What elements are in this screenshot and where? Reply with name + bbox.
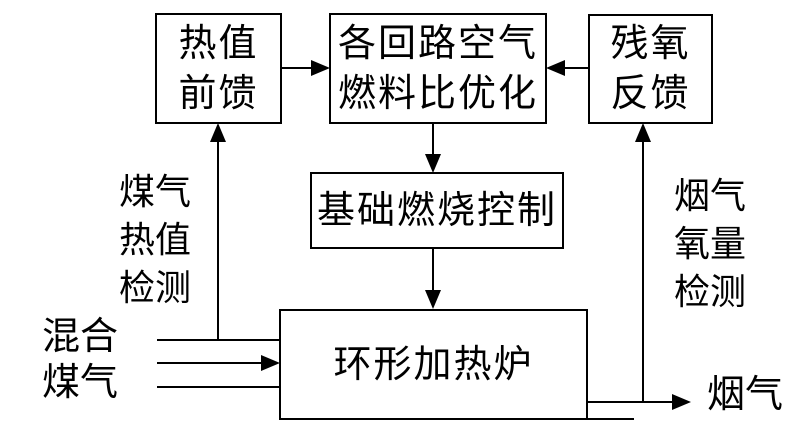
label-flue-oxygen-detection: 烟气 氧量 检测 [667, 172, 753, 316]
arrow-flue-oxygen-detection [635, 123, 651, 403]
box-annular-heating-furnace: 环形加热炉 [279, 309, 588, 420]
arrow-gas-calorific-detection [210, 123, 226, 341]
label-line: 检测 [118, 268, 191, 308]
label-flue-gas: 烟气 [702, 372, 788, 418]
box-basic-combustion-control: 基础燃烧控制 [310, 172, 564, 249]
label-line: 煤气 [41, 362, 118, 404]
label-gas-calorific-detection: 煤气 热值 检测 [112, 168, 198, 312]
box-calorific-feedforward: 热值 前馈 [155, 13, 282, 124]
box-label-line: 前馈 [178, 72, 259, 115]
label-line: 烟气 [673, 176, 746, 216]
label-line: 煤气 [118, 172, 191, 212]
arrow-optimization-to-basic-control [425, 124, 441, 173]
label-line: 热值 [118, 220, 191, 260]
label-line: 烟气 [706, 374, 783, 416]
box-label-line: 各回路空气 [337, 22, 538, 65]
arrow-basic-control-to-furnace [425, 249, 441, 309]
label-line: 氧量 [673, 224, 746, 264]
box-air-fuel-ratio-optimization: 各回路空气 燃料比优化 [329, 13, 547, 124]
box-label-line: 燃料比优化 [337, 72, 538, 115]
box-label-line: 热值 [178, 22, 259, 65]
box-label-line: 环形加热炉 [333, 343, 534, 386]
arrow-flue-gas-outlet [588, 394, 691, 410]
box-label-line: 反馈 [610, 73, 691, 115]
box-residual-oxygen-feedback: 残氧 反馈 [588, 14, 713, 124]
label-line: 混合 [41, 316, 118, 358]
box-label-line: 残氧 [610, 23, 691, 65]
label-line: 检测 [673, 272, 746, 312]
label-mixed-gas: 混合 煤气 [36, 314, 124, 406]
mixed-gas-inlet-lines [157, 339, 280, 388]
arrow-feedback-to-optimization [546, 60, 588, 76]
box-label-line: 基础燃烧控制 [316, 189, 557, 232]
arrow-feedforward-to-optimization [281, 60, 330, 76]
